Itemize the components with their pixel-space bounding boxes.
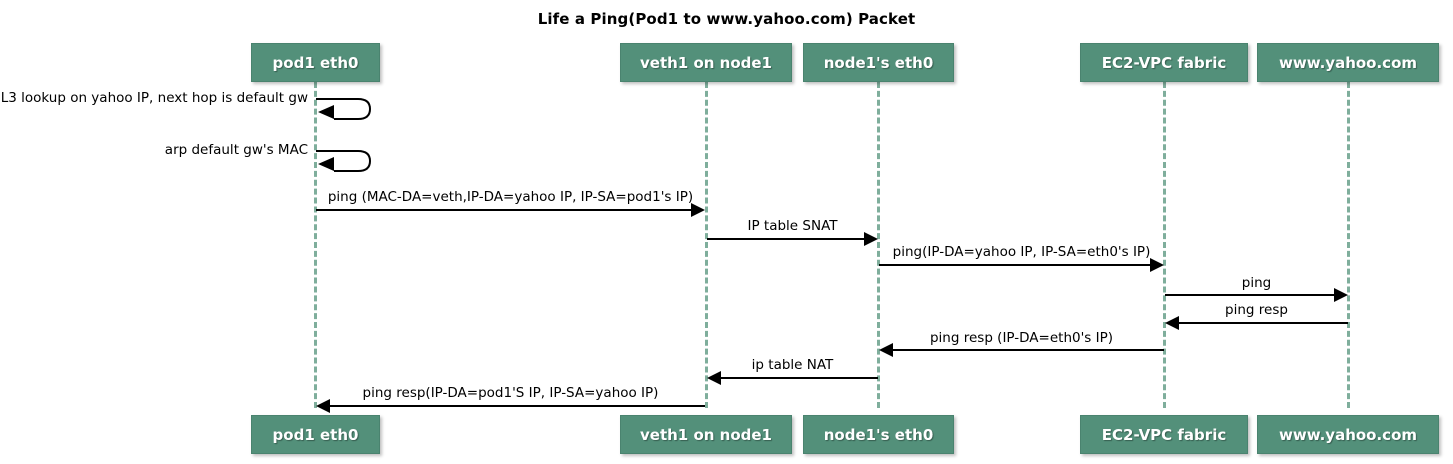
participant-top-node1-eth0[interactable]: node1's eth0 <box>803 43 954 82</box>
participant-label: www.yahoo.com <box>1278 53 1418 72</box>
participant-label: pod1 eth0 <box>272 425 359 444</box>
participant-top-veth1[interactable]: veth1 on node1 <box>620 43 792 82</box>
message-arrow-4 <box>864 232 878 246</box>
message-arrow-3 <box>691 203 705 217</box>
message-line-7 <box>1179 322 1348 324</box>
message-label-2: arp default gw's MAC <box>164 142 308 158</box>
message-line-4 <box>707 238 864 240</box>
message-label-6: ping <box>1241 275 1272 291</box>
lifeline-node1-eth0 <box>877 82 880 408</box>
message-label-10: ping resp(IP-DA=pod1'S IP, IP-SA=yahoo I… <box>362 385 659 401</box>
participant-top-yahoo[interactable]: www.yahoo.com <box>1257 43 1439 82</box>
message-line-5 <box>879 264 1150 266</box>
message-label-8: ping resp (IP-DA=eth0's IP) <box>929 330 1114 346</box>
message-line-6 <box>1165 294 1334 296</box>
participant-top-pod1[interactable]: pod1 eth0 <box>251 43 380 82</box>
message-arrow-8 <box>879 343 893 357</box>
participant-label: node1's eth0 <box>823 53 934 72</box>
participant-bottom-veth1[interactable]: veth1 on node1 <box>620 415 792 454</box>
message-label-4: IP table SNAT <box>747 218 838 234</box>
message-arrow-7 <box>1165 316 1179 330</box>
diagram-title: Life a Ping(Pod1 to www.yahoo.com) Packe… <box>537 10 916 28</box>
message-line-3 <box>316 209 691 211</box>
participant-bottom-node1-eth0[interactable]: node1's eth0 <box>803 415 954 454</box>
lifeline-yahoo <box>1347 82 1350 408</box>
participant-bottom-pod1[interactable]: pod1 eth0 <box>251 415 380 454</box>
participant-label: EC2-VPC fabric <box>1101 53 1227 72</box>
self-message-2 <box>314 148 376 178</box>
message-line-10 <box>330 405 705 407</box>
message-arrow-9 <box>707 371 721 385</box>
lifeline-pod1 <box>314 82 317 408</box>
participant-label: www.yahoo.com <box>1278 425 1418 444</box>
message-label-5: ping(IP-DA=yahoo IP, IP-SA=eth0's IP) <box>892 244 1151 260</box>
lifeline-veth1 <box>705 82 708 408</box>
message-arrow-10 <box>316 399 330 413</box>
message-arrow-5 <box>1150 258 1164 272</box>
participant-bottom-ec2-vpc[interactable]: EC2-VPC fabric <box>1080 415 1248 454</box>
message-line-9 <box>721 377 878 379</box>
message-label-7: ping resp <box>1225 302 1288 318</box>
participant-label: veth1 on node1 <box>640 53 772 72</box>
participant-top-ec2-vpc[interactable]: EC2-VPC fabric <box>1080 43 1248 82</box>
participant-bottom-yahoo[interactable]: www.yahoo.com <box>1257 415 1439 454</box>
self-message-1 <box>314 96 376 126</box>
participant-label: node1's eth0 <box>823 425 934 444</box>
message-label-3: ping (MAC-DA=veth,IP-DA=yahoo IP, IP-SA=… <box>327 189 694 205</box>
participant-label: EC2-VPC fabric <box>1101 425 1227 444</box>
message-label-1: L3 lookup on yahoo IP, next hop is defau… <box>0 90 308 106</box>
lifeline-ec2-vpc <box>1163 82 1166 408</box>
participant-label: veth1 on node1 <box>640 425 772 444</box>
message-label-9: ip table NAT <box>751 357 834 373</box>
message-line-8 <box>893 349 1164 351</box>
participant-label: pod1 eth0 <box>272 53 359 72</box>
message-arrow-6 <box>1334 288 1348 302</box>
